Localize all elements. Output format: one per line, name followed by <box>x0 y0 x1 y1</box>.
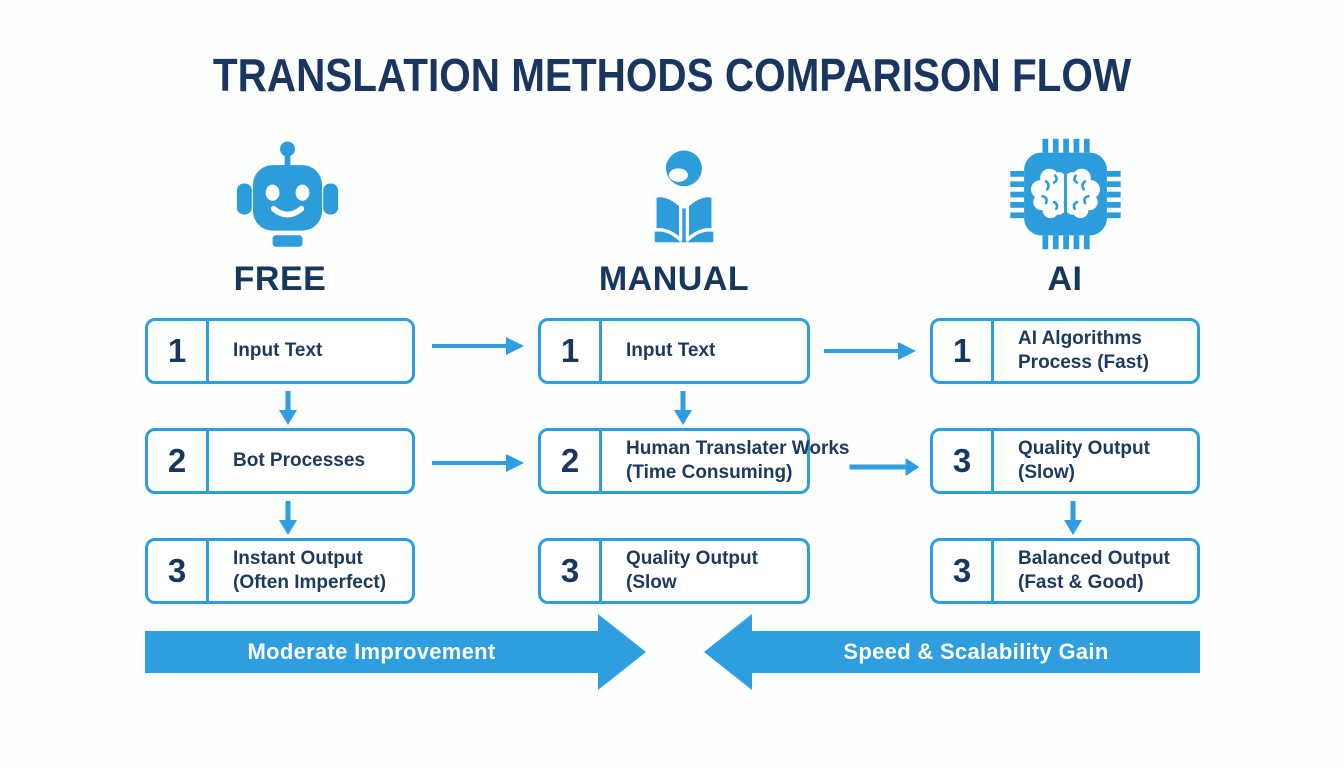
step-text: Instant Output (Often Imperfect) <box>209 541 412 601</box>
arrow-down-icon <box>671 390 695 431</box>
step-box-manual-2: 2 Human Translater Works (Time Consuming) <box>538 428 850 494</box>
arrow-head-left-icon <box>704 614 752 690</box>
column-label-ai: AI <box>1047 260 1083 298</box>
step-line1: Bot Processes <box>233 450 366 471</box>
step-line2: (Fast & Good) <box>1018 572 1144 593</box>
step-text: Quality Output (Slow) <box>994 431 1197 491</box>
step-text: Balanced Output (Fast & Good) <box>994 541 1197 601</box>
step-line2: (Often Imperfect) <box>233 572 387 593</box>
step-box-ai-3: 3 Balanced Output (Fast & Good) <box>930 538 1200 604</box>
step-number: 2 <box>541 431 602 491</box>
person-reading-icon <box>628 140 740 255</box>
step-number: 3 <box>541 541 602 601</box>
robot-icon <box>230 136 345 254</box>
step-line1: Human Translater Works <box>626 438 850 459</box>
step-box-ai-2: 3 Quality Output (Slow) <box>930 428 1200 494</box>
step-line1: Quality Output <box>1018 438 1150 459</box>
step-number: 1 <box>148 321 209 381</box>
step-box-free-2: 2 Bot Processes <box>145 428 415 494</box>
banner-label: Moderate Improvement <box>247 639 496 664</box>
step-box-free-3: 3 Instant Output (Often Imperfect) <box>145 538 415 604</box>
step-text: Bot Processes <box>209 431 412 491</box>
step-line2: (Slow <box>626 572 677 593</box>
step-number: 1 <box>933 321 994 381</box>
step-text: Quality Output (Slow <box>602 541 807 601</box>
step-line1: Input Text <box>626 340 716 361</box>
arrow-right-icon <box>430 334 525 363</box>
step-line1: Input Text <box>233 340 323 361</box>
arrow-right-icon <box>822 339 917 368</box>
step-box-manual-1: 1 Input Text <box>538 318 810 384</box>
column-label-manual: MANUAL <box>598 260 750 298</box>
step-text: Human Translater Works (Time Consuming) <box>602 431 850 491</box>
step-number: 3 <box>933 431 994 491</box>
step-line1: Balanced Output <box>1018 548 1171 569</box>
banner-body: Moderate Improvement <box>145 631 598 673</box>
banner-body: Speed & Scalability Gain <box>752 631 1200 673</box>
arrow-head-right-icon <box>598 614 646 690</box>
step-line1: AI Algorithms <box>1018 328 1142 349</box>
arrow-down-icon <box>276 500 300 541</box>
banner-label: Speed & Scalability Gain <box>843 639 1109 664</box>
step-line2: (Time Consuming) <box>626 462 793 483</box>
column-label-free: FREE <box>233 260 327 298</box>
step-text: Input Text <box>209 321 412 381</box>
step-box-manual-3: 3 Quality Output (Slow <box>538 538 810 604</box>
step-box-free-1: 1 Input Text <box>145 318 415 384</box>
arrow-down-icon <box>1061 500 1085 541</box>
step-line1: Instant Output <box>233 548 363 569</box>
arrow-right-icon <box>430 451 525 480</box>
chip-brain-icon <box>1008 133 1123 255</box>
step-number: 3 <box>933 541 994 601</box>
step-line1: Quality Output <box>626 548 758 569</box>
step-line2: (Slow) <box>1018 462 1075 483</box>
step-number: 2 <box>148 431 209 491</box>
step-number: 3 <box>148 541 209 601</box>
arrow-down-icon <box>276 390 300 431</box>
step-line2: Process (Fast) <box>1018 352 1149 373</box>
step-number: 1 <box>541 321 602 381</box>
arrow-right-icon <box>848 455 920 484</box>
page-title: TRANSLATION METHODS COMPARISON FLOW <box>212 49 1132 101</box>
step-text: Input Text <box>602 321 807 381</box>
